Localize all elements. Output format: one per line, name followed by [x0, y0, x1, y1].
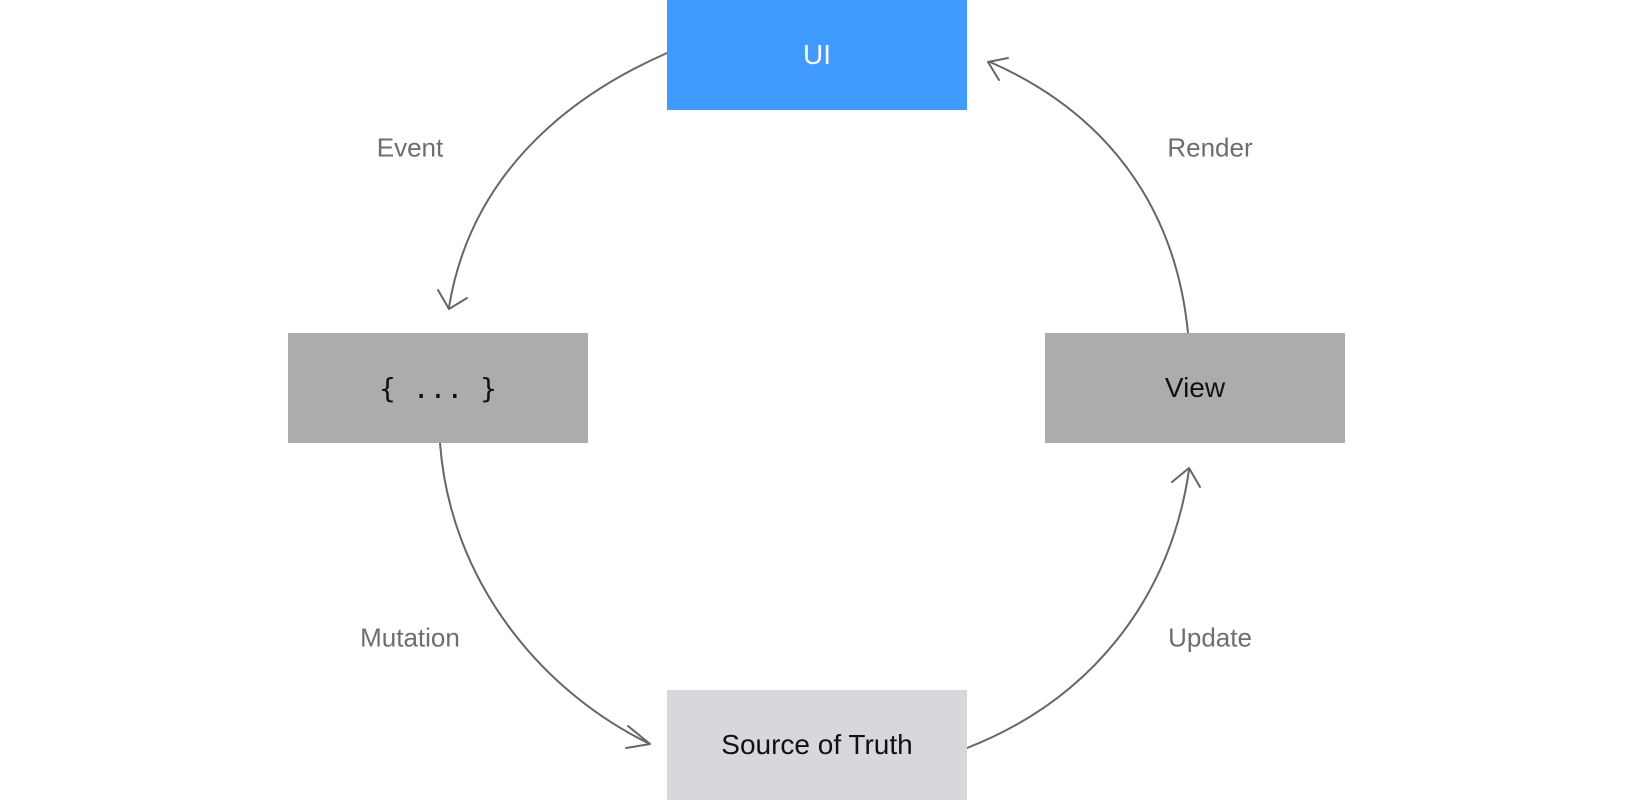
ui-node: UI — [667, 0, 967, 110]
action-node-label: { ... } — [378, 371, 497, 405]
event-label: Event — [376, 132, 444, 163]
update-arrow — [966, 469, 1190, 749]
view-node: View — [1045, 333, 1345, 443]
render-arrow — [989, 61, 1189, 334]
mutation-arrow — [439, 442, 649, 744]
render-label: Render — [1167, 132, 1253, 163]
update-label: Update — [1168, 622, 1252, 653]
render-arrowhead — [987, 57, 1009, 81]
mutation-label: Mutation — [360, 622, 460, 653]
view-node-label: View — [1164, 372, 1226, 403]
source-of-truth-node-label: Source of Truth — [721, 729, 913, 760]
action-node: { ... } — [288, 333, 588, 443]
mutation-arrowhead — [625, 725, 651, 749]
source-of-truth-node: Source of Truth — [667, 690, 967, 800]
event-arrow — [448, 52, 668, 308]
event-arrowhead — [437, 289, 468, 310]
update-arrowhead — [1171, 467, 1201, 488]
ui-node-label: UI — [803, 39, 831, 70]
